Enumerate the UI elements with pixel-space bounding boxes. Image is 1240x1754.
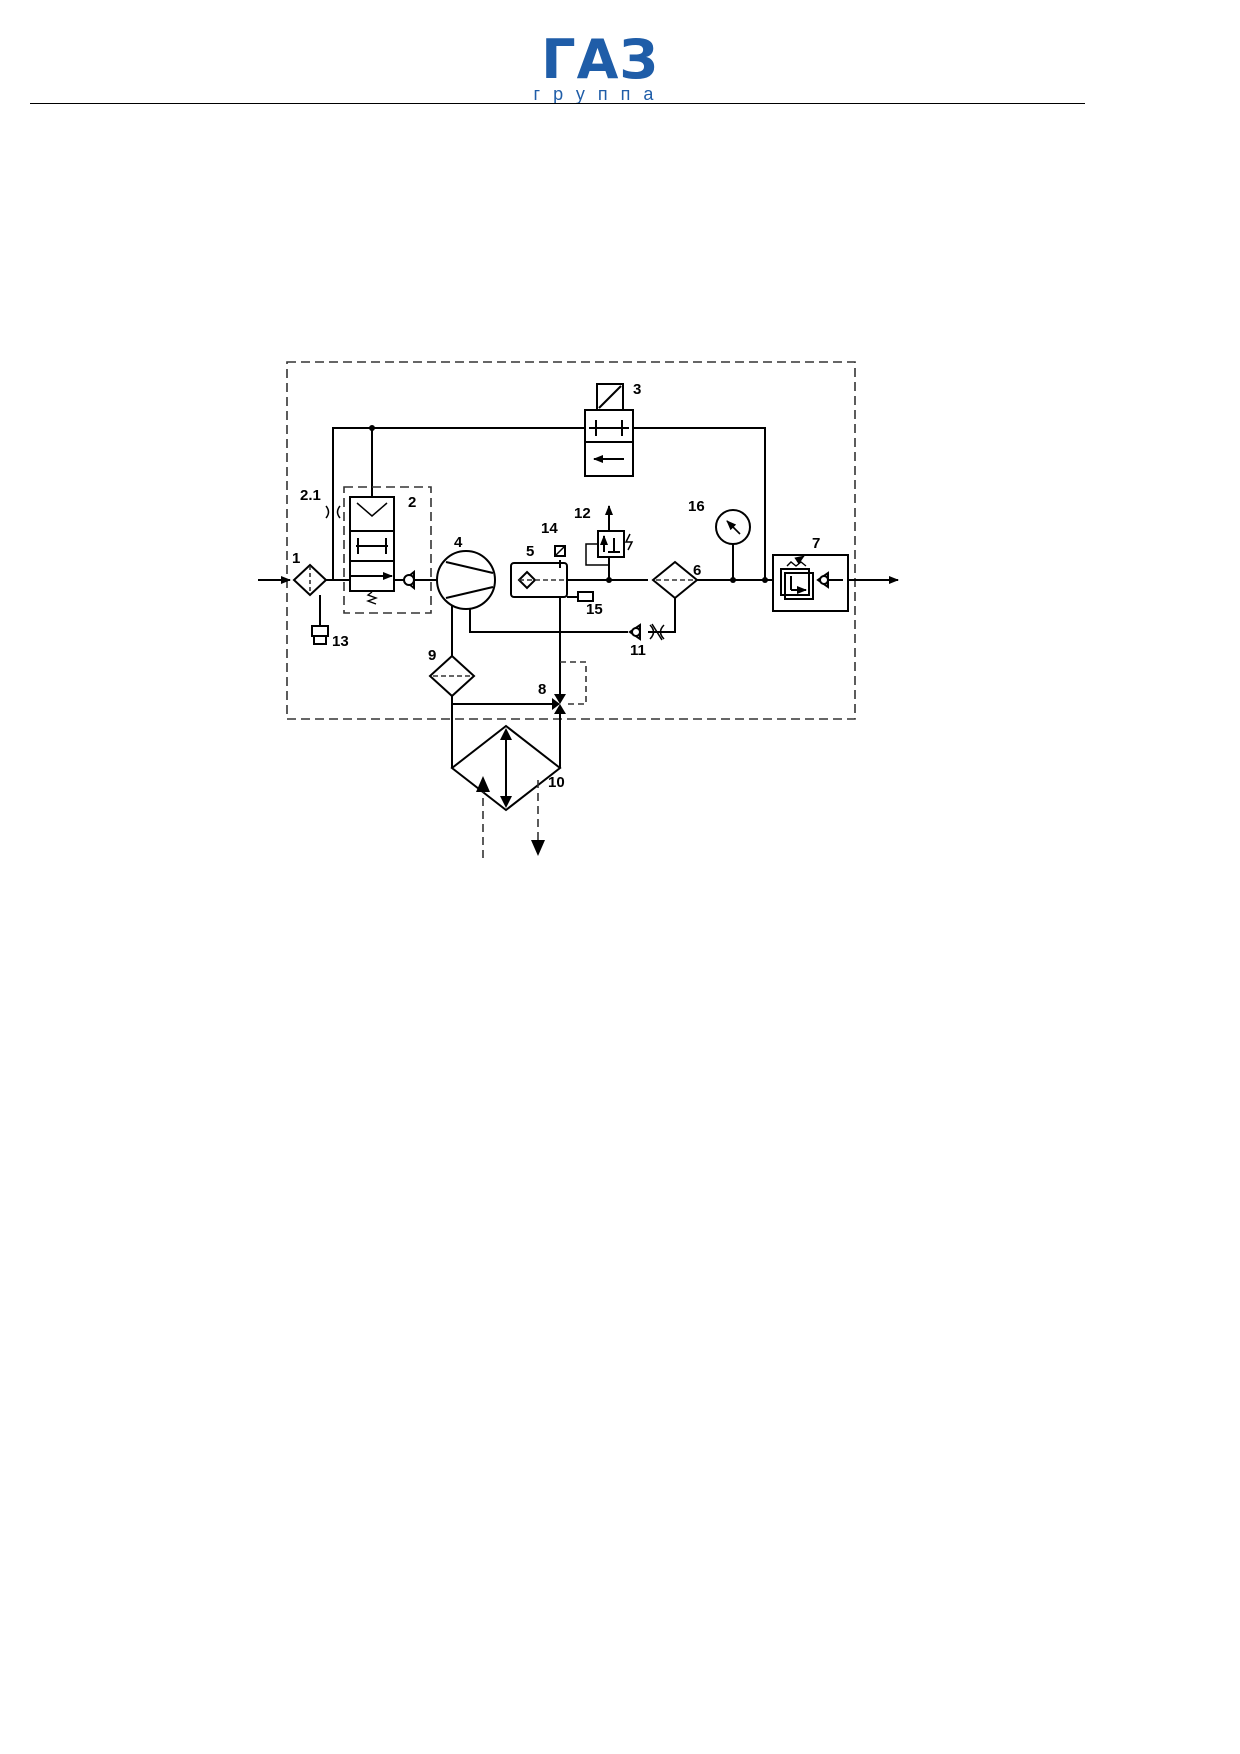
label-2-1: 2.1	[300, 487, 321, 504]
label-6: 6	[693, 562, 701, 579]
label-2: 2	[408, 494, 416, 511]
label-7: 7	[812, 535, 820, 552]
filter-1	[292, 563, 329, 645]
filter-9	[428, 643, 476, 698]
sensor-14	[554, 545, 566, 557]
label-13: 13	[332, 633, 349, 650]
plug-15	[567, 591, 594, 602]
pressure-gauge-16	[715, 509, 751, 583]
label-15: 15	[586, 601, 603, 618]
label-5: 5	[526, 543, 534, 560]
logo-wordmark: ГАЗ	[541, 28, 659, 91]
logo-subtitle: группа	[533, 84, 667, 104]
gaz-group-logo: ГАЗ группа	[515, 28, 685, 104]
solenoid-valve-3	[584, 383, 634, 477]
valve-2	[343, 486, 432, 614]
label-9: 9	[428, 647, 436, 664]
label-8: 8	[538, 681, 546, 698]
filter-6	[651, 560, 699, 600]
label-10: 10	[548, 774, 565, 791]
label-14: 14	[541, 520, 558, 537]
heat-exchanger-10	[450, 724, 562, 858]
relief-valve-12	[585, 505, 634, 583]
label-3: 3	[633, 381, 641, 398]
return-line-11	[469, 609, 628, 633]
label-1: 1	[292, 550, 300, 567]
valve-unit-7	[762, 554, 849, 612]
label-4: 4	[454, 534, 463, 551]
unit-boundary	[286, 361, 856, 720]
check-valve-11	[628, 623, 665, 641]
compressor-4	[436, 550, 496, 643]
three-way-valve-8	[552, 661, 587, 714]
control-line-top	[332, 427, 766, 580]
dryer-5	[510, 560, 568, 598]
label-16: 16	[688, 498, 705, 515]
label-12: 12	[574, 505, 591, 522]
label-11: 11	[630, 642, 646, 659]
header-divider	[30, 103, 1085, 104]
orifice-2-1	[325, 505, 341, 519]
node	[369, 425, 375, 431]
